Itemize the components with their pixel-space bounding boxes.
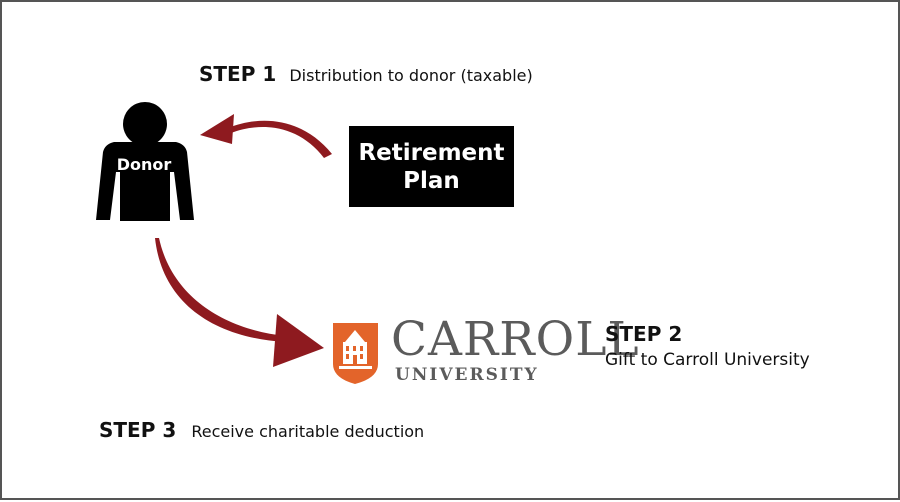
retirement-plan-box: Retirement Plan <box>349 126 514 207</box>
logo-wordmark: CARROLL <box>391 312 640 367</box>
logo-subname: UNIVERSITY <box>395 365 539 385</box>
plan-label-line1: Retirement <box>358 139 505 166</box>
step-3-caption: STEP 3 Receive charitable deduction <box>99 418 424 442</box>
arrow-donor-to-university <box>155 238 324 367</box>
step-1-label: STEP 1 <box>199 62 277 86</box>
step-3-label: STEP 3 <box>99 418 177 442</box>
person-icon <box>96 102 194 221</box>
step-2-text: Gift to Carroll University <box>605 350 810 370</box>
crest-icon <box>333 323 378 384</box>
donor-label: Donor <box>117 155 172 174</box>
step-1-text: Distribution to donor (taxable) <box>289 66 533 85</box>
step-2-caption: STEP 2 Gift to Carroll University <box>605 322 810 370</box>
step-3-text: Receive charitable deduction <box>191 422 425 441</box>
plan-label-line2: Plan <box>403 167 460 194</box>
step-1-caption: STEP 1 Distribution to donor (taxable) <box>199 62 533 86</box>
arrow-plan-to-donor <box>200 114 332 158</box>
step-2-label: STEP 2 <box>605 322 683 346</box>
